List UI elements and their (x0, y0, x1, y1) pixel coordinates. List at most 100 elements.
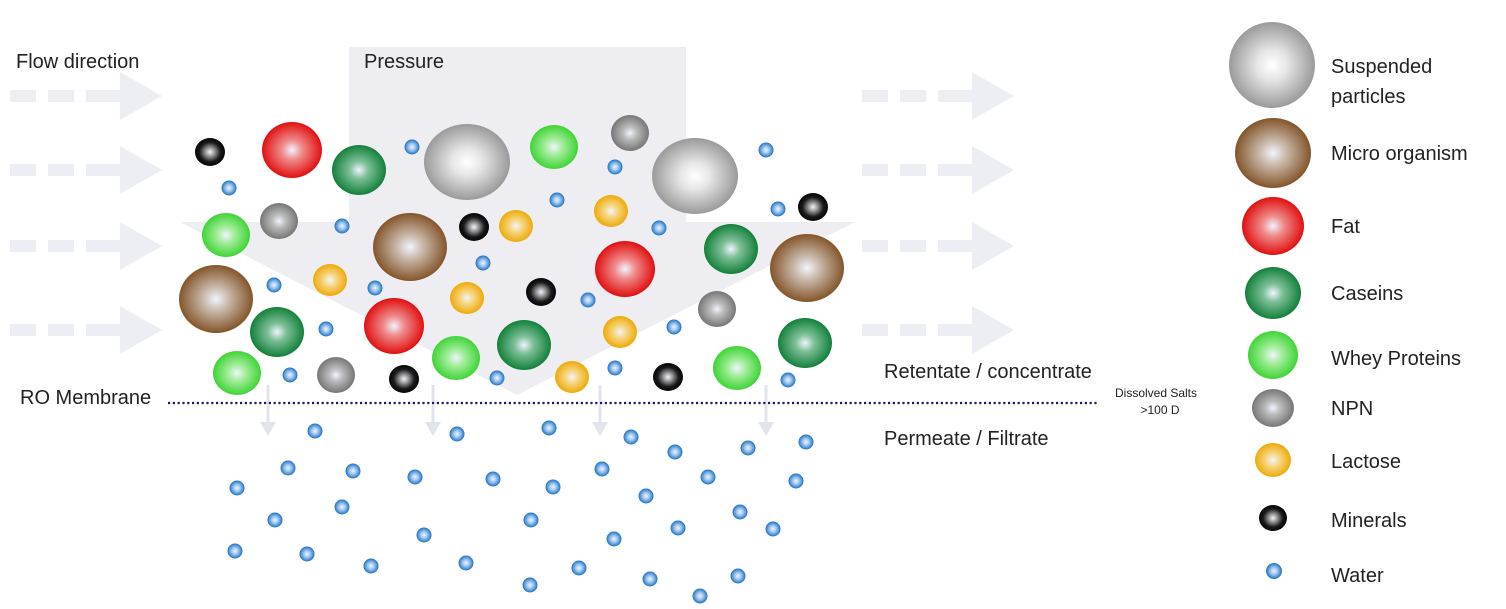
water-particle (607, 360, 623, 376)
dissolved-salts-value: >100 D (1140, 403, 1179, 417)
legend: Suspended particles Micro organism Fat C… (1229, 22, 1468, 587)
npn-icon (1252, 389, 1294, 427)
water-particle (334, 499, 350, 515)
water-particle (765, 521, 781, 537)
legend-label-lactose: Lactose (1331, 451, 1401, 473)
flow-arrow (10, 72, 162, 120)
whey-particle (202, 213, 250, 257)
water-particle (489, 370, 505, 386)
dissolved-salts-label: Dissolved Salts (1115, 386, 1197, 400)
permeate-flow-arrow (425, 385, 441, 436)
water-particle (700, 469, 716, 485)
water-particle (266, 277, 282, 293)
mineral-particle (195, 138, 225, 166)
water-particle (475, 255, 491, 271)
water-particle (571, 560, 587, 576)
water-particle (780, 372, 796, 388)
micro-particle (373, 213, 447, 281)
micro-particle (179, 265, 253, 333)
water-particle (458, 555, 474, 571)
water-particle (580, 292, 596, 308)
water-particle (407, 469, 423, 485)
legend-label-casein: Caseins (1331, 283, 1403, 305)
permeate-flow-arrow (758, 385, 774, 436)
permeate-arrows (260, 385, 774, 436)
whey-protein-icon (1248, 331, 1298, 379)
lactose-particle (450, 282, 484, 314)
legend-label-npn: NPN (1331, 398, 1373, 420)
suspended-particle (424, 124, 510, 200)
lactose-particle (555, 361, 589, 393)
npn-particle (317, 357, 355, 393)
flow-arrow (862, 146, 1014, 194)
water-particle (670, 520, 686, 536)
legend-label-micro: Micro organism (1331, 143, 1468, 165)
water-particle (541, 420, 557, 436)
casein-particle (250, 307, 304, 357)
micro-particle (770, 234, 844, 302)
legend-item-casein: Caseins (1245, 267, 1403, 319)
flow-arrows-left (10, 72, 162, 354)
water-particle (798, 434, 814, 450)
water-icon (1266, 563, 1282, 579)
legend-label-water: Water (1331, 565, 1384, 587)
mineral-particle (798, 193, 828, 221)
retentate-label: Retentate / concentrate (884, 361, 1092, 383)
water-particle (666, 319, 682, 335)
flow-direction-label: Flow direction (16, 51, 139, 73)
suspended-particle (652, 138, 738, 214)
lactose-particle (499, 210, 533, 242)
water-particle (545, 479, 561, 495)
ro-membrane-label: RO Membrane (20, 387, 151, 409)
water-particle (523, 512, 539, 528)
water-particle (667, 444, 683, 460)
npn-particle (260, 203, 298, 239)
legend-label-mineral: Minerals (1331, 510, 1407, 532)
mineral-particle (389, 365, 419, 393)
fat-particle (364, 298, 424, 354)
fat-icon (1242, 197, 1304, 255)
water-particle (732, 504, 748, 520)
casein-particle (778, 318, 832, 368)
water-particle (363, 558, 379, 574)
whey-particle (530, 125, 578, 169)
water-particle (740, 440, 756, 456)
legend-label-suspended-2: particles (1331, 86, 1405, 108)
legend-item-suspended: Suspended particles (1229, 22, 1432, 108)
water-particle (345, 463, 361, 479)
flow-arrow (10, 222, 162, 270)
flow-arrows-right (862, 72, 1014, 354)
flow-arrow (862, 72, 1014, 120)
water-particle (367, 280, 383, 296)
lactose-particle (313, 264, 347, 296)
legend-item-micro: Micro organism (1235, 118, 1468, 188)
casein-icon (1245, 267, 1301, 319)
lactose-particle (603, 316, 637, 348)
legend-item-fat: Fat (1242, 197, 1360, 255)
water-particle (638, 488, 654, 504)
water-particle (334, 218, 350, 234)
permeate-flow-arrow (592, 385, 608, 436)
water-particle (770, 201, 786, 217)
legend-item-npn: NPN (1252, 389, 1373, 427)
legend-label-whey: Whey Proteins (1331, 348, 1461, 370)
legend-label-suspended-1: Suspended (1331, 56, 1432, 78)
water-particle (522, 577, 538, 593)
micro-organism-icon (1235, 118, 1311, 188)
legend-item-water: Water (1266, 563, 1384, 587)
whey-particle (213, 351, 261, 395)
casein-particle (332, 145, 386, 195)
water-particle (229, 480, 245, 496)
npn-particle (698, 291, 736, 327)
casein-particle (704, 224, 758, 274)
legend-label-fat: Fat (1331, 216, 1360, 238)
flow-arrow (862, 222, 1014, 270)
lactose-icon (1255, 443, 1291, 477)
water-particle (485, 471, 501, 487)
water-particle (318, 321, 334, 337)
water-particle (594, 461, 610, 477)
water-particle (642, 571, 658, 587)
permeate-label: Permeate / Filtrate (884, 428, 1049, 450)
mineral-particle (459, 213, 489, 241)
